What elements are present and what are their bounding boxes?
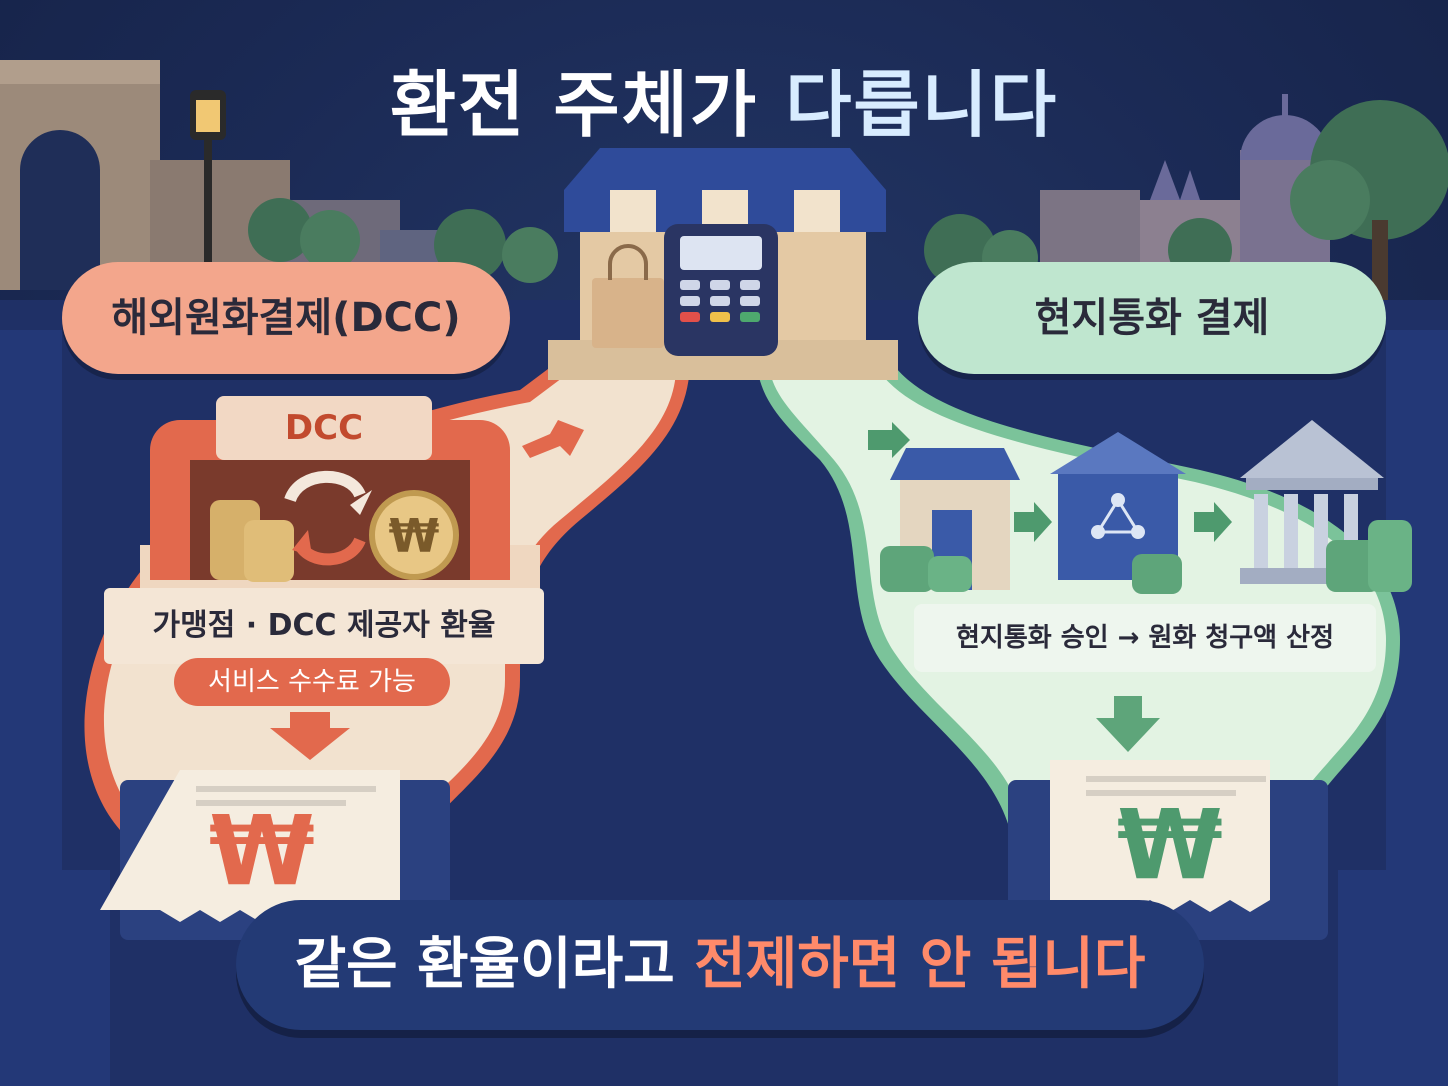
arrow-down-right-icon — [868, 422, 910, 458]
service-fee-badge: 서비스 수수료 가능 — [174, 658, 450, 706]
title-part-1: 환전 주체가 — [389, 63, 786, 147]
local-flow-text: 현지통화 승인 → 원화 청구액 산정 — [914, 604, 1376, 672]
dcc-receipt-won-sign: ₩ — [209, 795, 315, 907]
title-part-2: 다릅니다 — [785, 63, 1059, 147]
arrow-down-left-icon — [522, 420, 584, 458]
card-network-icon — [1050, 432, 1186, 580]
dcc-box-label: DCC — [216, 396, 432, 460]
arrow-down-icon — [1096, 696, 1160, 752]
arrow-right-icon — [1194, 502, 1232, 542]
shopping-bag-icon — [592, 244, 664, 348]
page-title: 환전 주체가 다릅니다 — [0, 46, 1448, 151]
arrow-right-icon — [1014, 502, 1052, 542]
local-currency-pill: 현지통화 결제 — [918, 262, 1386, 374]
card-terminal-icon — [664, 224, 778, 356]
local-receipt-won-sign: ₩ — [1117, 789, 1223, 901]
arrow-down-icon — [270, 712, 350, 760]
bottom-part-1: 같은 환율이라고 — [294, 932, 695, 997]
won-coin-symbol: ₩ — [389, 509, 440, 563]
cash-stack-icon — [880, 520, 1412, 594]
bottom-part-2: 전제하면 안 됩니다 — [694, 932, 1146, 997]
dcc-receipt — [100, 770, 400, 922]
won-coin-icon — [369, 490, 459, 580]
bottom-banner: 같은 환율이라고 전제하면 안 됩니다 — [236, 900, 1204, 1030]
dcc-pill: 해외원화결제(DCC) — [62, 262, 510, 374]
dcc-rate-text: 가맹점 · DCC 제공자 환율 — [104, 588, 544, 664]
local-receipt — [1050, 760, 1270, 912]
coin-stack-icon — [210, 500, 294, 582]
exchange-arrows-icon — [284, 470, 372, 566]
